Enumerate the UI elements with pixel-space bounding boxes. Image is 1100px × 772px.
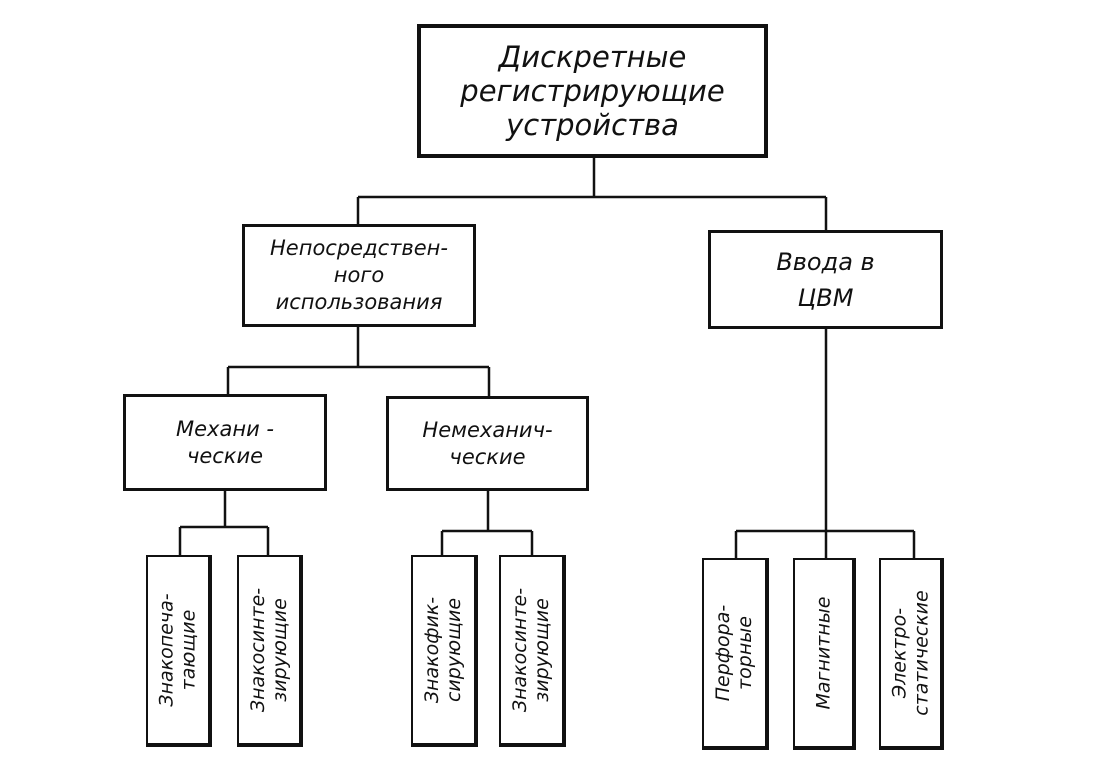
root-node: Дискретные регистрирующие устройства	[417, 24, 768, 158]
computer-input-node-label: Ввода в ЦВМ	[776, 247, 875, 312]
computer-input-node: Ввода в ЦВМ	[708, 230, 943, 329]
leaf-magnetic: Магнитные	[793, 558, 856, 750]
leaf-perforating-label: Перфора- торные	[712, 604, 757, 702]
leaf-character-fixing: Знакофик- сирующие	[411, 555, 478, 747]
leaf-perforating: Перфора- торные	[702, 558, 769, 750]
leaf-character-synthesizing-mech: Знакосинте- зирующие	[237, 555, 303, 747]
leaf-character-fixing-label: Знакофик- сирующие	[421, 596, 466, 704]
mechanical-node: Механи - ческие	[123, 394, 327, 491]
leaf-electrostatic: Электро- статические	[879, 558, 944, 750]
mechanical-node-label: Механи - ческие	[176, 416, 274, 468]
leaf-character-printing-label: Знакопеча- тающие	[156, 593, 200, 707]
nonmechanical-node-label: Немеханич- ческие	[422, 417, 553, 469]
nonmechanical-node: Немеханич- ческие	[386, 396, 589, 491]
leaf-character-synthesizing-mech-label: Знакосинте- зирующие	[247, 587, 291, 713]
leaf-character-synthesizing-nonmech: Знакосинте- зирующие	[499, 555, 566, 747]
direct-use-node: Непосредствен- ного использования	[242, 224, 476, 327]
root-node-label: Дискретные регистрирующие устройства	[460, 40, 725, 142]
leaf-character-printing: Знакопеча- тающие	[146, 555, 212, 747]
direct-use-node-label: Непосредствен- ного использования	[270, 236, 448, 314]
leaf-electrostatic-label: Электро- статические	[888, 590, 933, 716]
leaf-character-synthesizing-nonmech-label: Знакосинте- зирующие	[509, 587, 554, 713]
leaf-magnetic-label: Магнитные	[812, 596, 835, 710]
